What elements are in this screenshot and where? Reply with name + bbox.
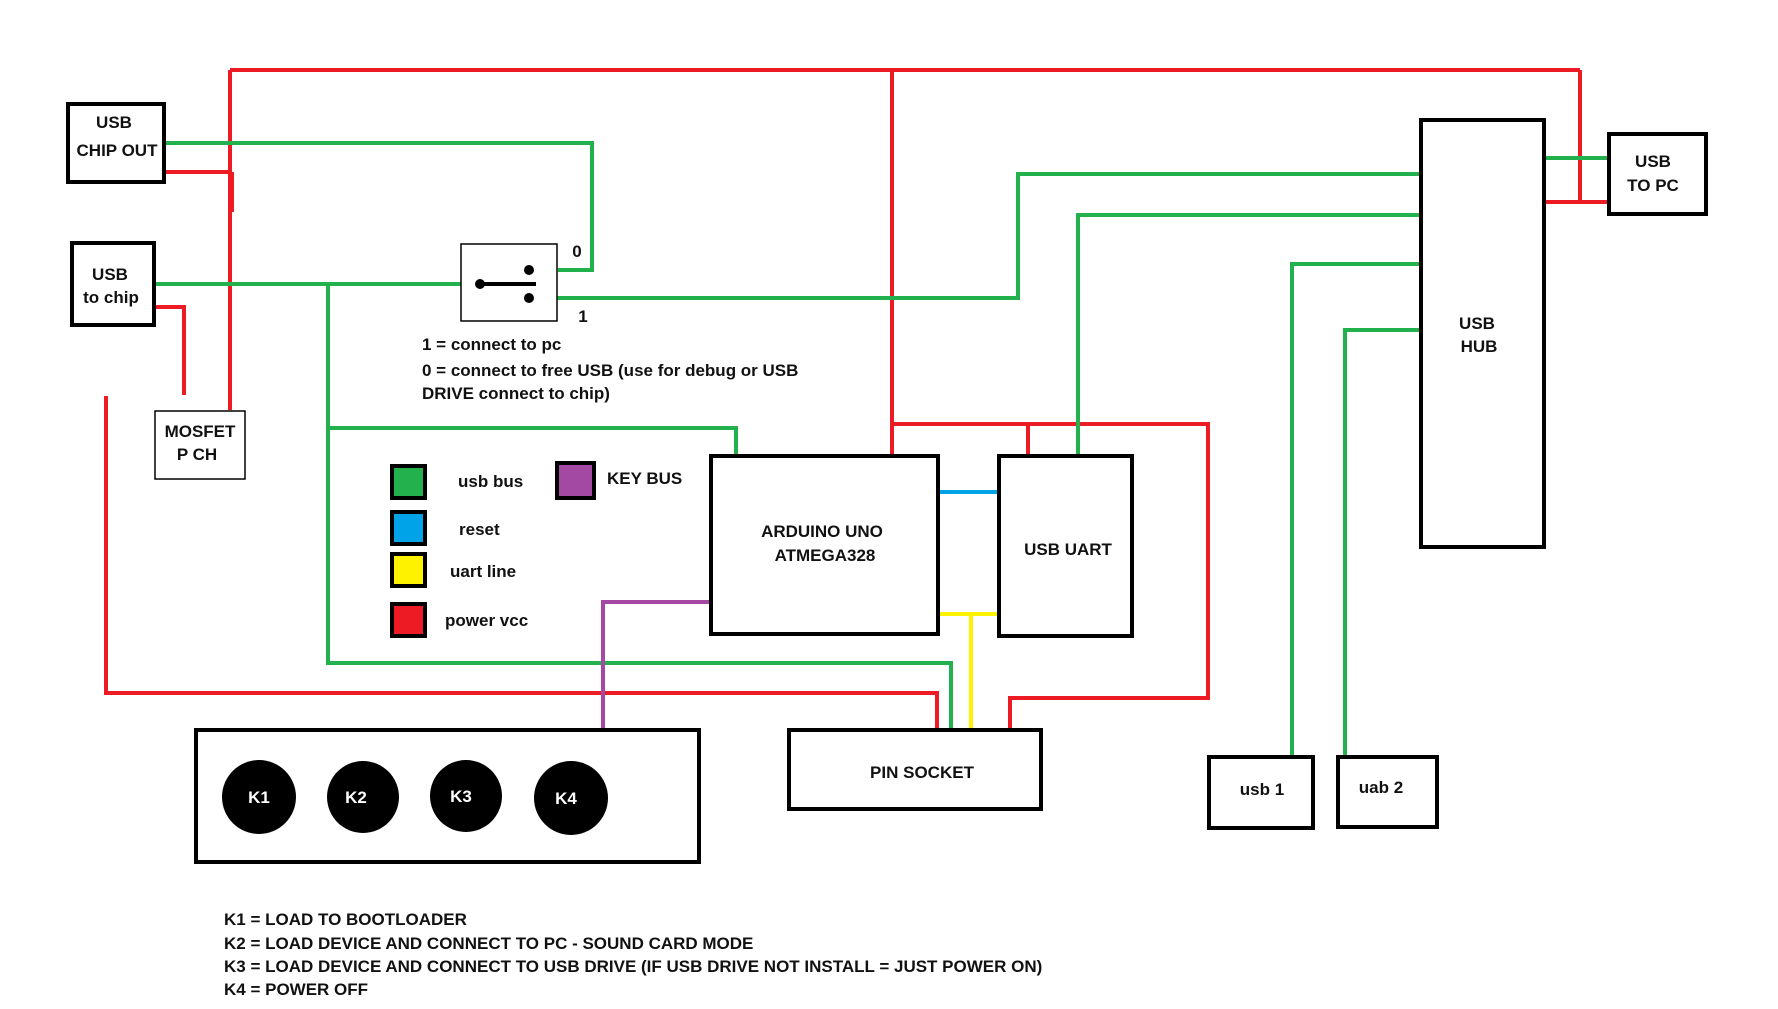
key-k1-label: K1: [248, 788, 270, 807]
pin-socket-label: PIN SOCKET: [870, 763, 975, 782]
usb-to-chip-label-1: USB: [92, 265, 128, 284]
usb2-label: uab 2: [1359, 778, 1403, 797]
usb-uart-label: USB UART: [1024, 540, 1112, 559]
usb1-label: usb 1: [1240, 780, 1284, 799]
mosfet-block: MOSFET P CH: [154, 410, 246, 480]
key-k4: K4: [534, 761, 608, 835]
arduino-label-1: ARDUINO UNO: [761, 522, 883, 541]
usb-chip-out-label-1: USB: [96, 113, 132, 132]
usb-switch: 0 1: [460, 242, 588, 326]
usb-uart-block: USB UART: [997, 454, 1134, 638]
pin-socket-block: PIN SOCKET: [787, 728, 1043, 811]
key-note-4: K4 = POWER OFF: [224, 980, 368, 999]
usb2-block: uab 2: [1336, 755, 1439, 829]
key-panel: K1 K2 K3 K4: [194, 728, 701, 864]
key-k1: K1: [222, 760, 296, 834]
key-k3-label: K3: [450, 787, 472, 806]
key-note-2: K2 = LOAD DEVICE AND CONNECT TO PC - SOU…: [224, 934, 753, 953]
key-note-3: K3 = LOAD DEVICE AND CONNECT TO USB DRIV…: [224, 957, 1042, 976]
usb-to-chip-block: USB to chip: [70, 241, 156, 327]
usb-bus-wires: [155, 141, 1610, 757]
uart-wires: [938, 612, 1000, 730]
key-k2-label: K2: [345, 788, 367, 807]
key-k4-label: K4: [555, 789, 577, 808]
key-k3: K3: [430, 760, 502, 832]
switch-note-1: 1 = connect to pc: [422, 335, 561, 354]
usb1-block: usb 1: [1207, 755, 1315, 830]
legend-label-uart-line: uart line: [450, 562, 516, 581]
key-notes: K1 = LOAD TO BOOTLOADER K2 = LOAD DEVICE…: [224, 910, 1042, 999]
legend-swatch-key-bus: [555, 461, 596, 500]
arduino-label-2: ATMEGA328: [775, 546, 876, 565]
legend-swatch-uart-line: [390, 552, 427, 588]
switch-pos-1: 1: [578, 307, 587, 326]
power-vcc-wires: [104, 68, 1610, 730]
legend-swatch-reset: [390, 510, 427, 546]
legend-label-usb-bus: usb bus: [458, 472, 523, 491]
legend-label-key-bus: KEY BUS: [607, 469, 682, 488]
usb-to-pc-block: USB TO PC: [1607, 132, 1708, 216]
usb-chip-out-block: USB CHIP OUT: [66, 102, 166, 184]
switch-note-2: 0 = connect to free USB (use for debug o…: [422, 361, 798, 380]
legend-label-reset: reset: [459, 520, 500, 539]
legend-swatch-usb-bus: [390, 464, 427, 500]
legend: usb bus reset uart line power vcc KEY BU…: [390, 461, 682, 638]
mosfet-label-2: P CH: [177, 445, 217, 464]
usb-hub-label-1: USB: [1459, 314, 1495, 333]
key-k2: K2: [327, 761, 399, 833]
switch-note-3: DRIVE connect to chip): [422, 384, 610, 403]
usb-to-pc-label-2: TO PC: [1627, 176, 1679, 195]
usb-to-pc-label-1: USB: [1635, 152, 1671, 171]
usb-hub-block: USB HUB: [1419, 118, 1546, 549]
key-bus-wire: [601, 600, 711, 732]
mosfet-label-1: MOSFET: [165, 422, 236, 441]
legend-swatch-power-vcc: [390, 602, 427, 638]
key-note-1: K1 = LOAD TO BOOTLOADER: [224, 910, 467, 929]
arduino-block: ARDUINO UNO ATMEGA328: [709, 454, 940, 636]
switch-pos-0: 0: [572, 242, 581, 261]
legend-label-power-vcc: power vcc: [445, 611, 528, 630]
usb-hub-label-2: HUB: [1461, 337, 1498, 356]
usb-to-chip-label-2: to chip: [83, 288, 139, 307]
usb-chip-out-label-2: CHIP OUT: [77, 141, 159, 160]
